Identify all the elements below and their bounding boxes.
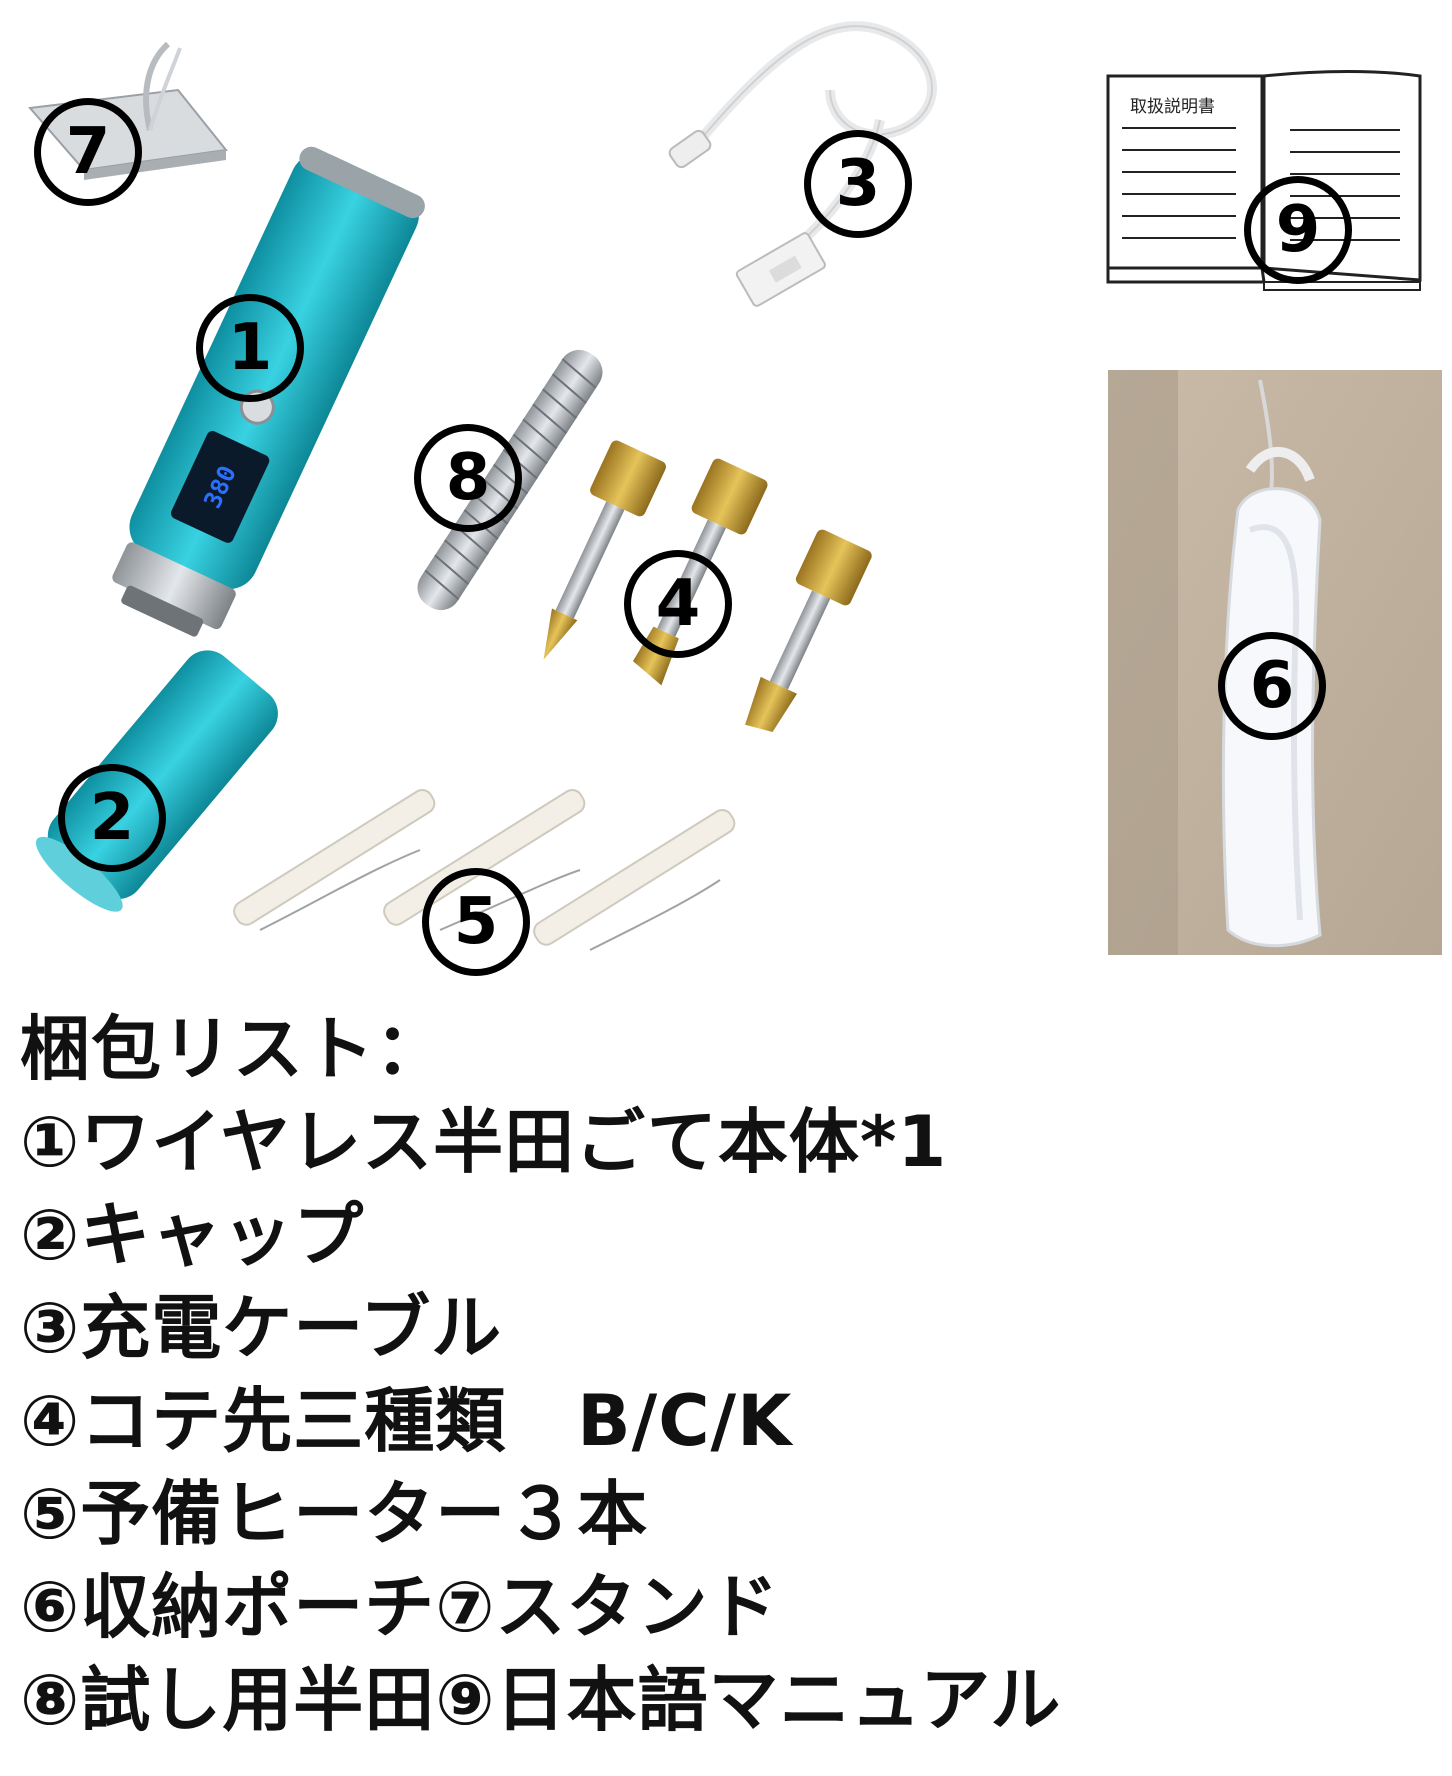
- badge-9: 9: [1244, 176, 1352, 284]
- list-item-1: ①ワイヤレス半田ごて本体*1: [20, 1101, 948, 1183]
- list-item-2: ②キャップ: [20, 1194, 365, 1276]
- badge-7: 7: [34, 98, 142, 206]
- tip-b: [543, 440, 666, 660]
- badge-5: 5: [422, 868, 530, 976]
- tip-k: [745, 529, 872, 733]
- cap-item: [35, 650, 278, 912]
- product-figure: 380: [28, 21, 1442, 976]
- list-item-4: ④コテ先三種類 B/C/K: [20, 1380, 793, 1462]
- badge-3: 3: [804, 130, 912, 238]
- badge-6: 6: [1218, 632, 1326, 740]
- packing-list-title: 梱包リスト：: [20, 1008, 446, 1090]
- list-item-6: ⑥収納ポーチ⑦スタンド: [20, 1566, 780, 1648]
- packing-list: 梱包リスト： ①ワイヤレス半田ごて本体*1 ②キャップ ③充電ケーブル ④コテ先…: [20, 1003, 1440, 1747]
- pouch-photo: [1108, 370, 1442, 955]
- badge-8: 8: [414, 424, 522, 532]
- badge-1: 1: [196, 294, 304, 402]
- manual-cover-title: 取扱説明書: [1130, 97, 1215, 117]
- product-illustration: 380: [28, 21, 1442, 955]
- badge-4: 4: [624, 550, 732, 658]
- list-item-3: ③充電ケーブル: [20, 1287, 503, 1369]
- list-item-7: ⑧試し用半田⑨日本語マニュアル: [20, 1659, 1062, 1741]
- badge-2: 2: [58, 764, 166, 872]
- list-item-5: ⑤予備ヒーター３本: [20, 1473, 649, 1555]
